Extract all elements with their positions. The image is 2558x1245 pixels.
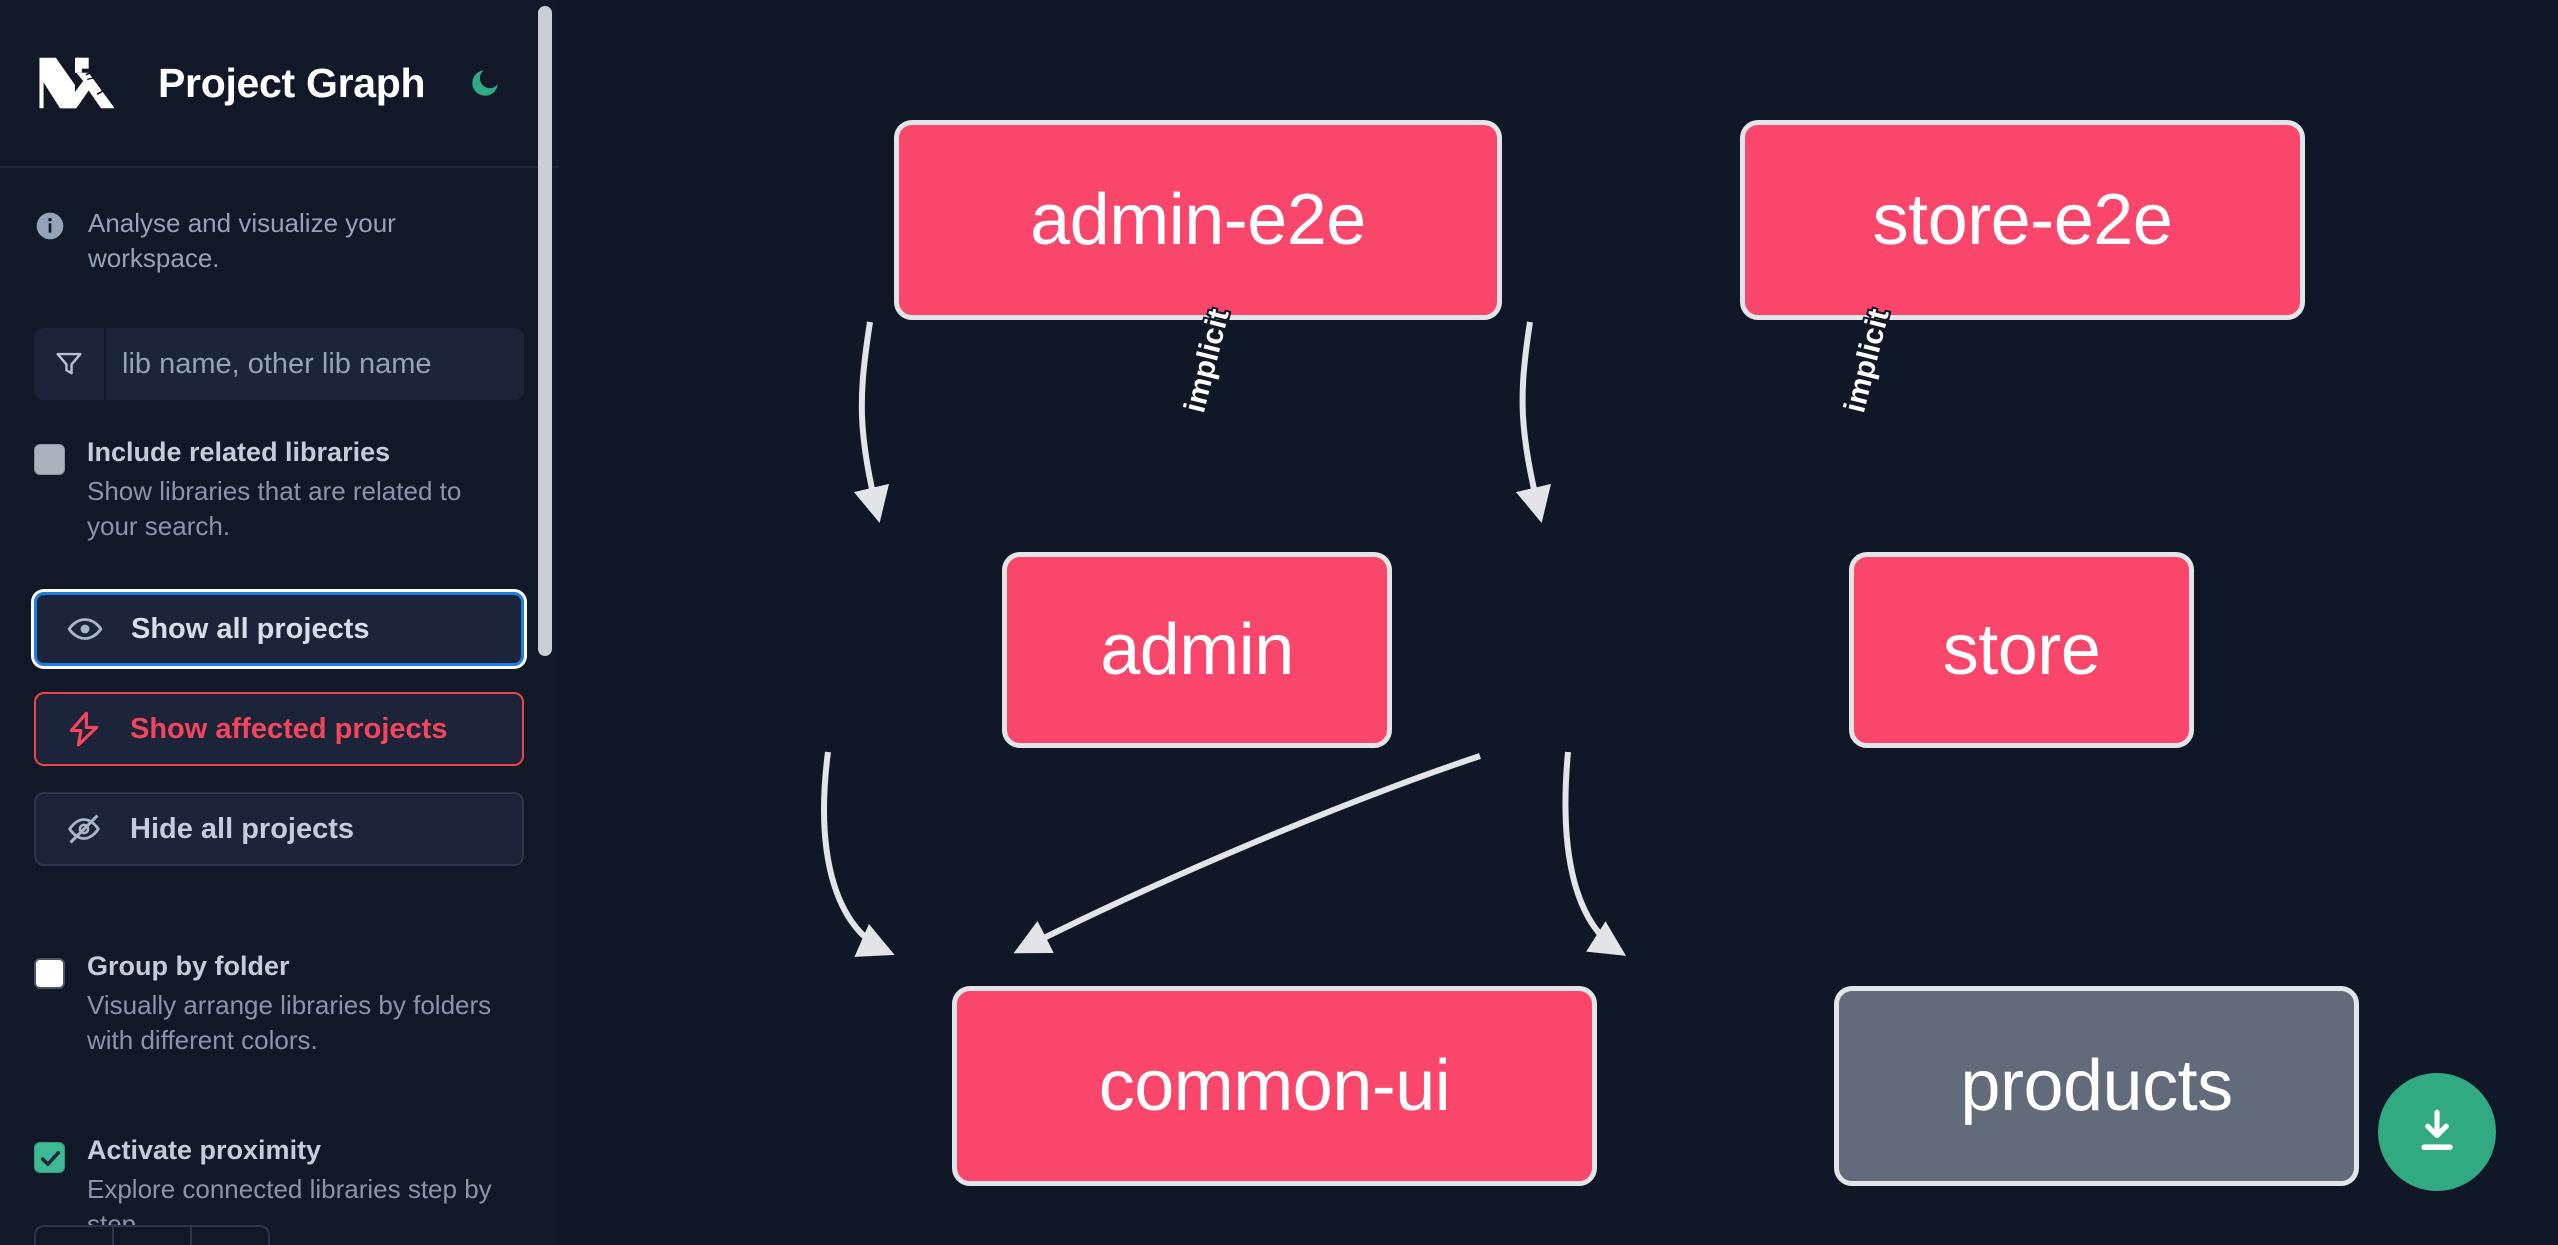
proximity-stepper-decrease[interactable]	[36, 1226, 114, 1245]
edge-store-e2e-store	[1515, 321, 1552, 524]
download-icon	[2421, 1109, 2453, 1150]
show-all-projects-label: Show all projects	[131, 612, 370, 645]
activate-proximity-description: Explore connected libraries step by step…	[87, 1173, 492, 1240]
nx-logo-icon	[34, 52, 116, 114]
include-related-libraries-description: Show libraries that are related to your …	[87, 475, 462, 541]
sidebar-scrollbar[interactable]	[538, 6, 552, 656]
graph-node-label: store-e2e	[1872, 180, 2173, 260]
activate-proximity-label: Activate proximity	[87, 1135, 322, 1166]
show-all-projects-button[interactable]: Show all projects	[34, 592, 524, 667]
sidebar: Project Graph Analyse and visualize your…	[0, 0, 558, 1245]
sidebar-body: Analyse and visualize your workspace. In…	[0, 168, 558, 1245]
show-affected-projects-button[interactable]: Show affected projects	[34, 692, 524, 767]
workspace-note-text: Analyse and visualize your workspace.	[88, 208, 396, 274]
include-related-libraries-label: Include related libraries	[87, 437, 391, 468]
graph-node-admin-e2e[interactable]: admin-e2e	[894, 120, 1502, 320]
edge-admin-common-ui	[821, 751, 895, 957]
page-title: Project Graph	[158, 59, 426, 106]
show-affected-projects-label: Show affected projects	[130, 712, 448, 745]
proximity-stepper-group[interactable]	[34, 1224, 270, 1245]
option-include-related-libraries[interactable]: Include related libraries Show libraries…	[0, 400, 558, 544]
graph-node-label: admin	[1100, 610, 1294, 690]
edge-admin-e2e-admin	[853, 321, 890, 524]
graph-node-products[interactable]: products	[1834, 986, 2359, 1186]
eye-slash-icon	[64, 810, 104, 848]
graph-node-store-e2e[interactable]: store-e2e	[1740, 120, 2305, 320]
graph-canvas[interactable]: admin-e2e store-e2e admin store common-u…	[558, 0, 2558, 1245]
info-icon	[34, 210, 66, 247]
lightning-icon	[64, 710, 104, 748]
option-activate-proximity[interactable]: Activate proximity Explore connected lib…	[0, 1098, 558, 1242]
graph-node-label: common-ui	[1098, 1046, 1451, 1126]
hide-all-projects-button[interactable]: Hide all projects	[34, 792, 524, 867]
download-button[interactable]	[2378, 1073, 2496, 1191]
edge-store-products	[1562, 751, 1627, 956]
include-related-libraries-checkbox[interactable]	[34, 444, 65, 476]
activate-proximity-checkbox[interactable]	[34, 1142, 65, 1174]
graph-node-label: admin-e2e	[1030, 180, 1366, 260]
group-by-folder-checkbox[interactable]	[34, 958, 65, 990]
graph-node-label: store	[1942, 610, 2101, 690]
graph-node-common-ui[interactable]: common-ui	[952, 986, 1597, 1186]
hide-all-projects-label: Hide all projects	[130, 812, 355, 845]
edge-store-common-ui	[1013, 753, 1481, 954]
eye-icon	[65, 610, 105, 648]
graph-node-store[interactable]: store	[1849, 552, 2194, 748]
graph-node-label: products	[1960, 1046, 2233, 1126]
proximity-stepper-increase[interactable]	[192, 1226, 268, 1245]
search-bar	[34, 328, 524, 401]
filter-icon[interactable]	[34, 328, 106, 401]
search-input[interactable]	[106, 328, 524, 401]
graph-edges	[821, 321, 1627, 957]
moon-icon[interactable]	[463, 61, 507, 105]
workspace-note: Analyse and visualize your workspace.	[0, 168, 558, 276]
group-by-folder-description: Visually arrange libraries by folders wi…	[87, 989, 492, 1056]
option-group-by-folder[interactable]: Group by folder Visually arrange librari…	[0, 914, 558, 1058]
proximity-stepper-value[interactable]	[114, 1226, 192, 1245]
sidebar-header: Project Graph	[0, 0, 558, 168]
group-by-folder-label: Group by folder	[87, 951, 290, 982]
graph-node-admin[interactable]: admin	[1002, 552, 1392, 748]
